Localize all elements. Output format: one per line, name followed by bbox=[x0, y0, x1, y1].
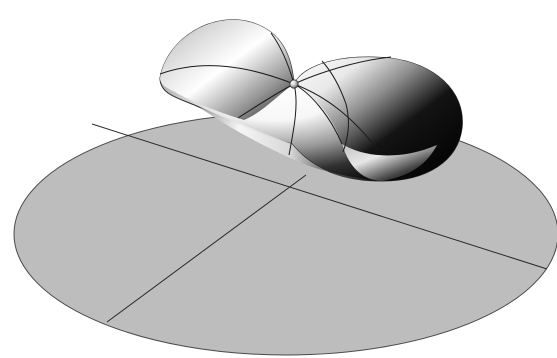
vertex-sphere[interactable] bbox=[290, 80, 298, 88]
